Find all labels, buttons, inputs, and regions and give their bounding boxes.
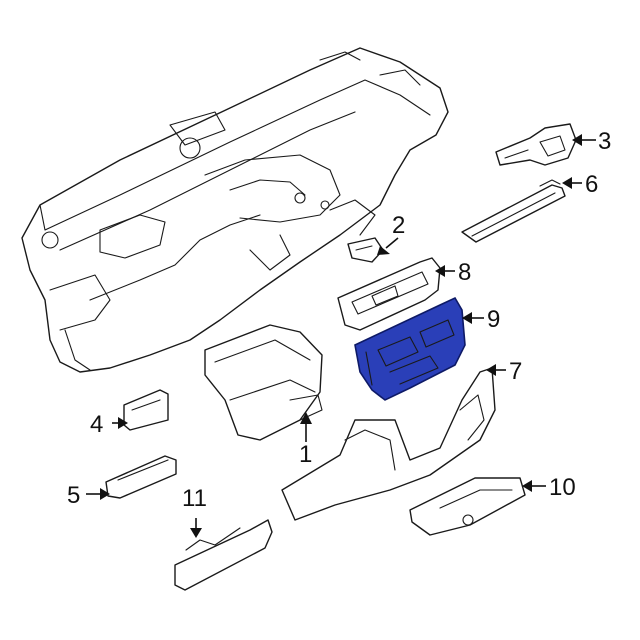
callout-2: 2 [392, 212, 405, 239]
part-7-lower-trim [281, 367, 496, 521]
callout-labels: 1 2 3 4 5 6 7 8 9 10 11 [67, 128, 611, 512]
part-2-clip [347, 237, 384, 263]
callout-7: 7 [509, 358, 522, 385]
callout-9: 9 [487, 306, 500, 333]
part-3-vent-bracket [495, 123, 577, 166]
instrument-panel-frame [21, 47, 449, 373]
callout-5: 5 [67, 482, 80, 509]
part-10-switch-panel [409, 477, 526, 536]
part-4-bracket [123, 389, 169, 431]
callout-3: 3 [598, 128, 611, 155]
part-8-console-panel [337, 257, 441, 331]
callout-11: 11 [182, 485, 207, 512]
callout-8: 8 [458, 259, 471, 286]
callout-6: 6 [585, 171, 598, 198]
part-6-trim-strip [461, 179, 566, 243]
part-9-center-bezel [354, 296, 466, 401]
callout-1: 1 [299, 441, 312, 468]
part-1-glovebox-cover [204, 324, 323, 441]
part-9-body [354, 296, 466, 401]
part-5-bracket [105, 455, 177, 499]
callout-leaders [86, 134, 596, 538]
callout-10: 10 [549, 474, 576, 501]
callout-4: 4 [90, 411, 103, 438]
part-11-lower-panel [174, 519, 273, 591]
